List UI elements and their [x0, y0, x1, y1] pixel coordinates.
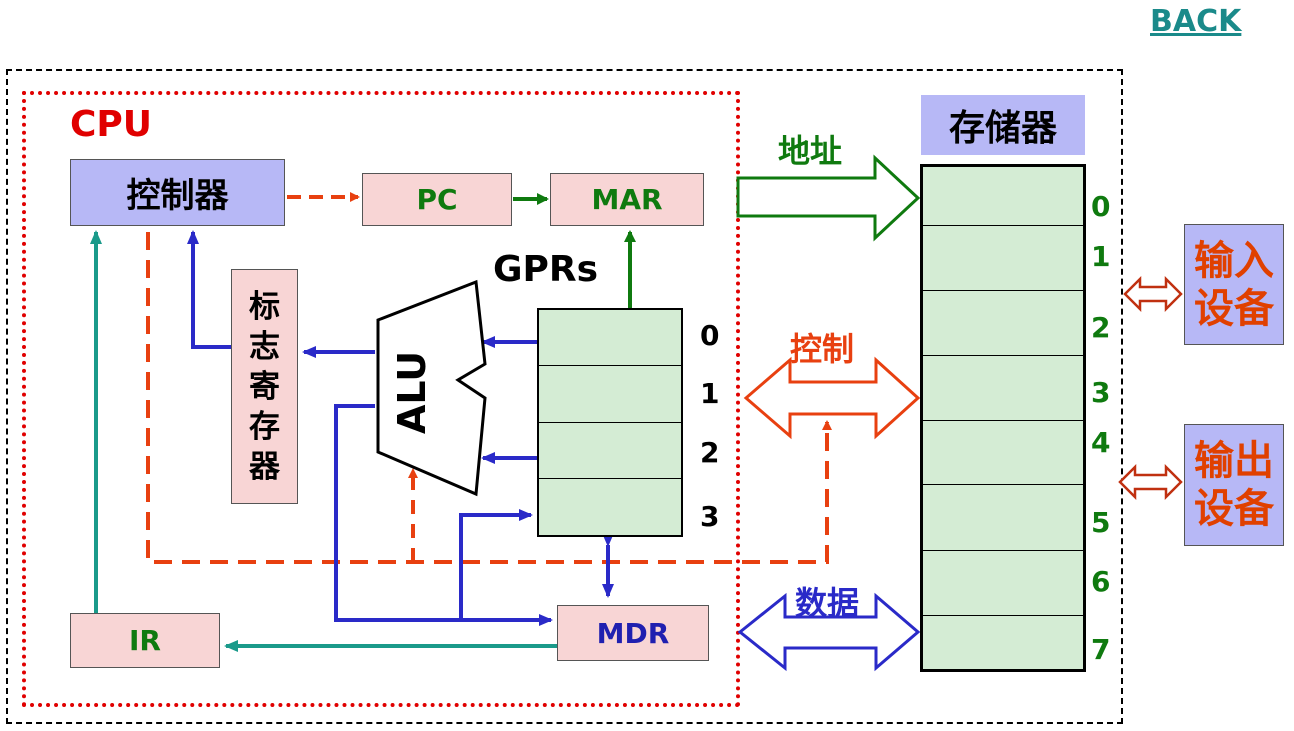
flags-char: 志 — [249, 328, 280, 365]
memory-index: 7 — [1091, 633, 1111, 666]
output-device-box: 输出 设备 — [1184, 424, 1284, 546]
flags-char: 标 — [249, 288, 280, 325]
memory-index: 5 — [1091, 506, 1111, 539]
gprs-label: GPRs — [493, 249, 599, 290]
memory-cell — [923, 226, 1083, 291]
memory-index: 6 — [1091, 565, 1111, 598]
flags-char: 器 — [249, 448, 280, 485]
gpr-row — [539, 423, 681, 479]
cpu-label: CPU — [70, 104, 153, 145]
flags-char: 存 — [249, 408, 280, 445]
memory-cell — [923, 167, 1083, 226]
memory-cell — [923, 356, 1083, 421]
address-bus-arrow — [736, 154, 921, 242]
memory-cell — [923, 485, 1083, 551]
control-bus-arrow — [743, 356, 921, 440]
gpr-row — [539, 479, 681, 535]
data-bus-arrow — [737, 592, 921, 672]
memory-cell — [923, 616, 1083, 669]
address-bus-label: 地址 — [778, 132, 843, 170]
cpu-boundary — [22, 91, 740, 707]
bus-to-gpr-line — [459, 509, 533, 620]
memory-index: 1 — [1091, 240, 1111, 273]
control-signal-line — [146, 232, 832, 564]
mar-register: MAR — [550, 173, 704, 226]
input-device-arrow — [1123, 275, 1183, 313]
gpr-row — [539, 366, 681, 423]
memory-cell — [923, 291, 1083, 356]
output-device-line: 输出 — [1194, 438, 1274, 484]
input-device-box: 输入 设备 — [1184, 224, 1284, 345]
flags-char: 寄 — [249, 368, 280, 405]
memory-cell — [923, 551, 1083, 616]
control-bus-label: 控制 — [790, 330, 855, 368]
mdr-register: MDR — [557, 605, 709, 661]
memory-cell — [923, 421, 1083, 485]
ir-register: IR — [70, 613, 220, 668]
data-bus-label: 数据 — [795, 584, 860, 622]
gpr-row — [539, 310, 681, 367]
flags-to-ctrl-line — [187, 230, 231, 349]
back-link[interactable]: BACK — [1150, 4, 1242, 39]
pc-register: PC — [362, 173, 512, 226]
memory-index: 2 — [1091, 311, 1111, 344]
memory-block — [920, 164, 1086, 672]
input-device-line: 输入 — [1194, 237, 1274, 284]
alu-shape — [376, 279, 487, 497]
memory-index: 3 — [1091, 376, 1111, 409]
gpr-index: 2 — [700, 436, 720, 469]
output-device-arrow — [1118, 463, 1183, 501]
gpr-index: 3 — [700, 500, 720, 533]
input-device-line: 设备 — [1194, 285, 1274, 332]
system-boundary — [6, 69, 1123, 724]
memory-index: 4 — [1091, 426, 1111, 459]
alu-to-mdr-line — [334, 404, 553, 626]
controller-box: 控制器 — [70, 159, 285, 226]
output-device-line: 设备 — [1194, 486, 1274, 532]
gpr-index: 1 — [700, 377, 720, 410]
gpr-index: 0 — [700, 319, 720, 352]
flags-register: 标 志 寄 存 器 — [231, 269, 298, 504]
gpr-file — [537, 308, 683, 537]
memory-index: 0 — [1091, 190, 1111, 223]
alu-label: ALU — [390, 350, 434, 434]
memory-title: 存储器 — [921, 95, 1085, 155]
